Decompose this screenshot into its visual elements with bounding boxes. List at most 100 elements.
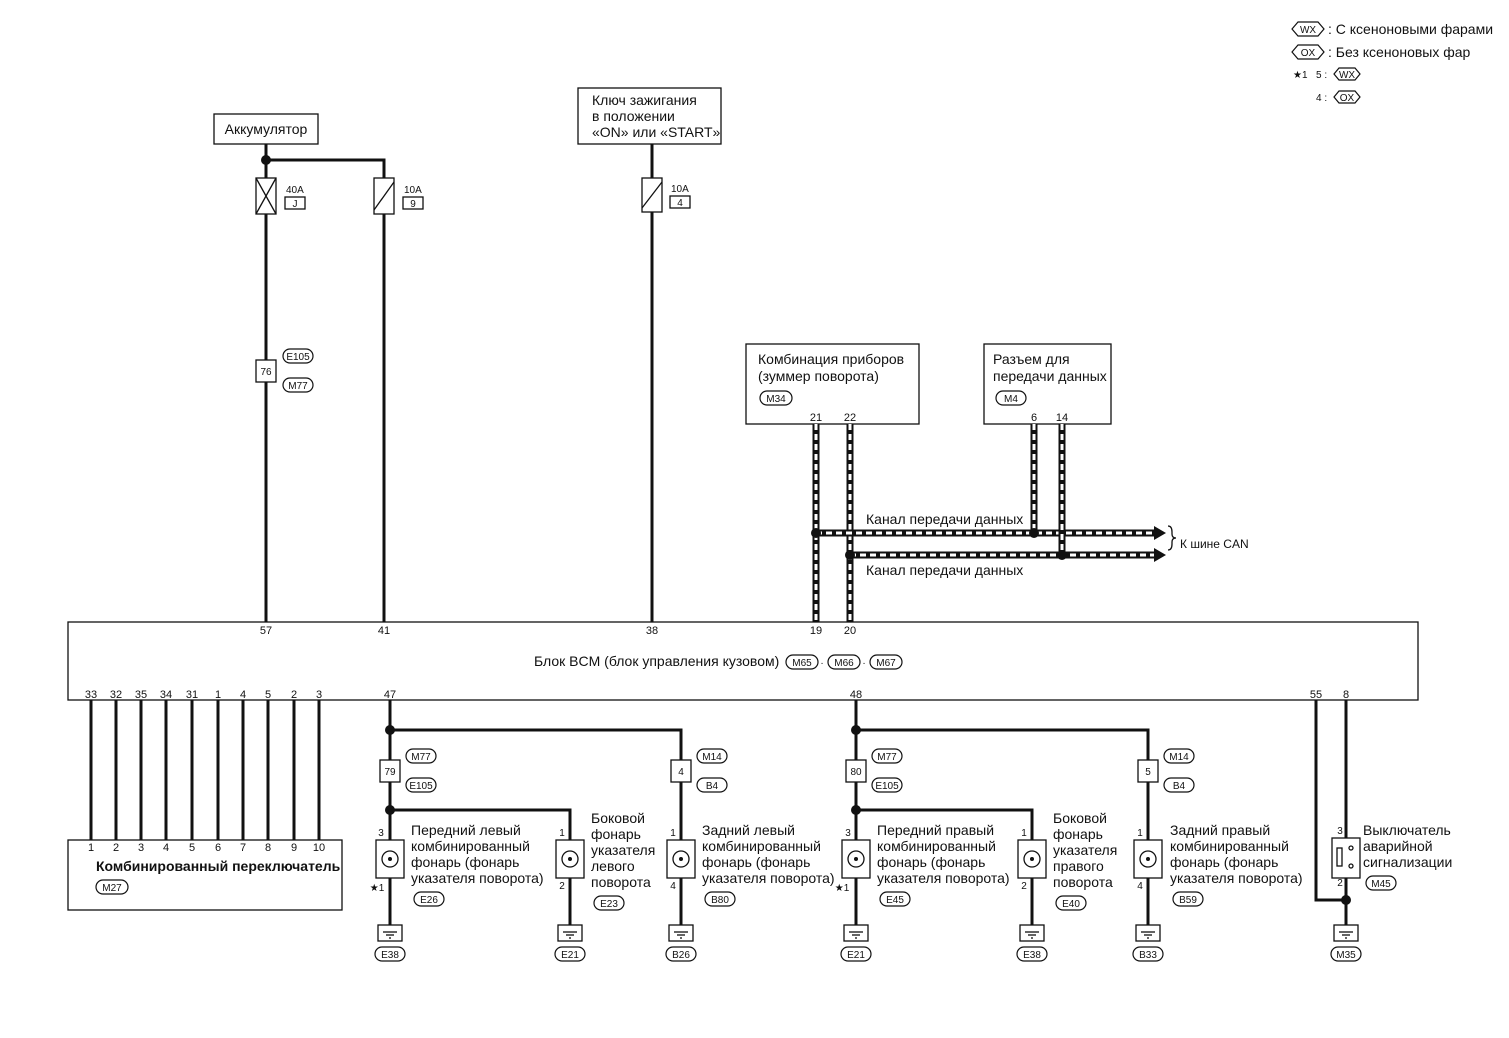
inline-76-conn1: E105	[286, 352, 310, 363]
conn-m14-left	[696, 748, 728, 764]
legend-star-pin1: 5 :	[1316, 70, 1327, 81]
ground-e38: E38	[374, 924, 406, 962]
ign-fuse-id-box	[669, 195, 691, 209]
inline-76-conn2: M77	[288, 381, 308, 392]
inline-4-pin: 4	[678, 767, 684, 778]
meter-line2: (зуммер поворота)	[758, 368, 879, 384]
dlc-block: Разъем для передачи данных M4 6 14	[983, 343, 1112, 425]
side-left-label: указателя	[591, 842, 655, 858]
front-right-label: фонарь (фонарь	[877, 854, 985, 870]
conn-m66	[827, 654, 861, 670]
conn-m45	[1365, 875, 1397, 891]
ground-icon	[377, 924, 403, 942]
bcm-sep: ·	[820, 658, 823, 669]
side-right-label: фонарь	[1053, 826, 1103, 842]
ground-e38-right: E38	[1016, 924, 1048, 962]
dlc-box	[983, 343, 1112, 425]
side-left-label: Боковой	[591, 810, 645, 826]
ignition-block: Ключ зажигания в положении «ON» или «STA…	[577, 87, 722, 622]
front-left-label: фонарь (фонарь	[411, 854, 519, 870]
legend-star-code2: OX	[1340, 93, 1355, 104]
dlc-pin-6: 6	[1031, 412, 1037, 424]
dlc-line1: Разъем для	[993, 351, 1070, 367]
rear-left-label: фонарь (фонарь	[702, 854, 810, 870]
bcm-block: 57 41 38 19 20 Блок BCM (блок управления…	[67, 621, 1419, 701]
conn-m77-top	[282, 377, 314, 393]
side-left-label: фонарь	[591, 826, 641, 842]
bcm-pin: 20	[844, 625, 856, 637]
to-can-bus: К шине CAN	[1180, 537, 1249, 551]
conn-m34	[759, 390, 793, 406]
ground-label: E21	[561, 950, 579, 961]
ignition-line3: «ON» или «START»	[592, 124, 721, 140]
legend-ox-code: OX	[1301, 48, 1316, 59]
conn-e45	[879, 891, 911, 907]
side-left-pin-top: 1	[559, 828, 565, 839]
combo-connector: M27	[102, 883, 122, 894]
conn-m77-left	[405, 748, 437, 764]
battery-label: Аккумулятор	[225, 121, 308, 137]
ground-icon	[1019, 924, 1045, 942]
conn-e26	[413, 891, 445, 907]
bcm-conn2: M66	[834, 658, 854, 669]
ground-label: B26	[672, 950, 690, 961]
inline-79-pin: 79	[384, 767, 396, 778]
conn-m77-right	[871, 748, 903, 764]
bcm-pin: 35	[135, 689, 147, 701]
conn-m14-right	[1163, 748, 1195, 764]
right-turn-group: 80 M77 E105 5 M14 B4 3 ★1 Передний правы…	[835, 700, 1303, 962]
left-turn-group: 79 M77 E105 4 M14 B4 3 ★1 Передний левый…	[370, 700, 835, 962]
legend-wx-code: WX	[1300, 25, 1316, 36]
bulb-icon	[381, 850, 399, 868]
bulb-icon	[1023, 850, 1041, 868]
side-left-conn: E23	[600, 899, 618, 910]
side-right-label: правого	[1053, 858, 1104, 874]
front-left-label: указателя поворота)	[411, 870, 544, 886]
inline-4-conn1: M14	[702, 752, 722, 763]
ground-icon	[668, 924, 694, 942]
conn-e40	[1055, 895, 1087, 911]
combo-switch-box	[67, 839, 343, 911]
fuse1-id-box	[284, 196, 306, 210]
ign-fuse-rating: 10A	[671, 184, 689, 195]
can-label-top: Канал передачи данных	[866, 511, 1023, 527]
bcm-pin: 5	[265, 689, 271, 701]
fuse2-id: 9	[410, 199, 416, 210]
conn-e23	[593, 895, 625, 911]
rear-right-label: Задний правый	[1170, 822, 1270, 838]
combo-pin: 7	[240, 842, 246, 854]
rear-left-label: Задний левый	[702, 822, 795, 838]
side-left-pin-bottom: 2	[559, 881, 565, 892]
conn-b59	[1172, 891, 1204, 907]
ground-icon	[557, 924, 583, 942]
bcm-label: Блок BCM (блок управления кузовом)	[534, 653, 779, 669]
ground-label: B33	[1139, 950, 1157, 961]
bcm-pin: 38	[646, 625, 658, 637]
ground-icon	[1333, 924, 1359, 942]
conn-e105-top	[282, 348, 314, 364]
inline-5-conn2: B4	[1173, 781, 1186, 792]
ground-e21-right: E21	[840, 924, 872, 962]
rear-right-label: комбинированный	[1170, 838, 1289, 854]
rear-right-pin-bottom: 4	[1137, 881, 1143, 892]
conn-e105-right	[871, 777, 903, 793]
hazard-label: Выключатель	[1363, 822, 1451, 838]
combo-pin: 10	[313, 842, 325, 854]
side-right-label: поворота	[1053, 874, 1113, 890]
hazard-connector: M45	[1371, 879, 1391, 890]
fuse2-rating: 10A	[404, 185, 422, 196]
inline-76-pin: 76	[260, 367, 272, 378]
ox-hex-badge-small	[1333, 90, 1361, 104]
ground-b26: B26	[665, 924, 697, 962]
side-left-label: левого	[591, 858, 635, 874]
hazard-switch-block: 3 2 Выключатель аварийной сигнализации M…	[1314, 700, 1452, 962]
hazard-label: аварийной	[1363, 838, 1433, 854]
bcm-pin: 32	[110, 689, 122, 701]
side-right-label: указателя	[1053, 842, 1117, 858]
front-right-star: ★1	[835, 883, 850, 894]
ox-hex-badge	[1291, 44, 1325, 60]
ground-b33: B33	[1132, 924, 1164, 962]
side-right-pin-top: 1	[1021, 828, 1027, 839]
front-left-label: Передний левый	[411, 822, 521, 838]
